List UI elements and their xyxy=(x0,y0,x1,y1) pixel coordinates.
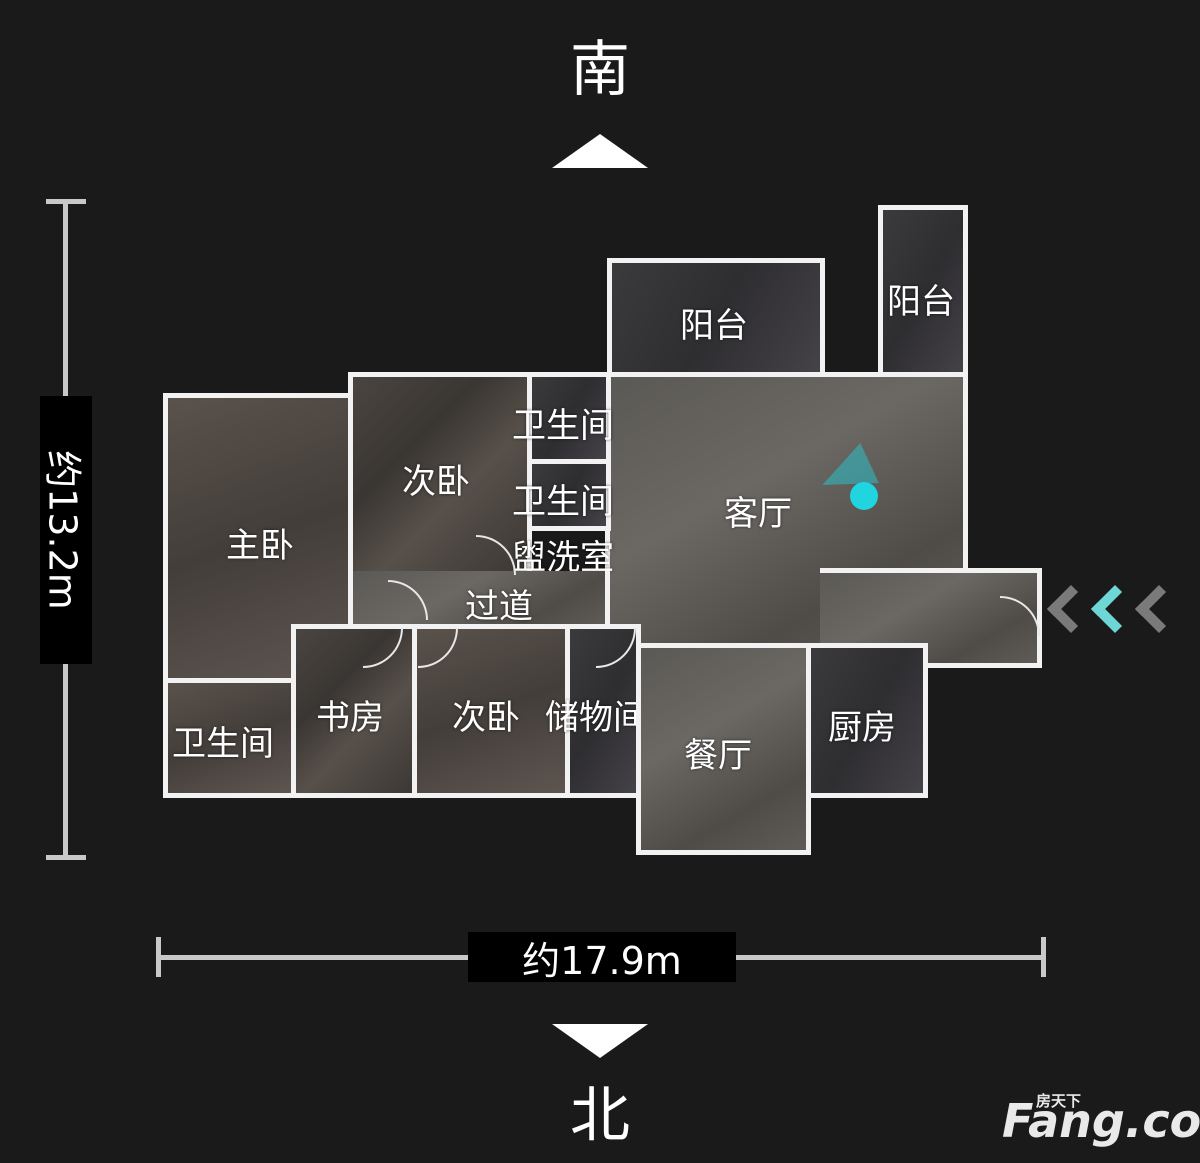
bathroom-1-label: 卫生间 xyxy=(512,406,614,446)
balcony-1-label: 阳台 xyxy=(680,306,748,346)
entry-chevron-icon xyxy=(1134,584,1184,634)
balcony-2[interactable] xyxy=(878,205,968,380)
compass-south-label: 南 xyxy=(570,35,630,105)
study-label: 书房 xyxy=(316,698,384,738)
balcony-2-label: 阳台 xyxy=(887,282,955,322)
kitchen[interactable] xyxy=(806,643,928,798)
second-bedroom-1[interactable] xyxy=(348,372,532,576)
second-bedroom-2[interactable] xyxy=(412,624,570,798)
kitchen-label: 厨房 xyxy=(828,708,896,748)
camera-position-dot[interactable] xyxy=(850,482,878,510)
hallway-label: 过道 xyxy=(465,587,533,627)
bathroom-3-label: 卫生间 xyxy=(172,724,274,764)
width-dimension-label: 约17.9m xyxy=(468,932,736,983)
living-room-label: 客厅 xyxy=(724,494,792,534)
bathroom-2[interactable] xyxy=(527,459,611,531)
balcony-1[interactable] xyxy=(607,258,825,378)
dining-room[interactable] xyxy=(636,643,811,855)
dimension-cap-right xyxy=(1041,937,1046,977)
south-down-arrow-icon xyxy=(552,1024,648,1058)
entry-chevron-icon xyxy=(1090,584,1140,634)
bathroom-2-label: 卫生间 xyxy=(512,482,614,522)
north-up-arrow-icon xyxy=(552,134,648,168)
height-dimension-label: 约13.2m xyxy=(40,396,92,664)
entry-chevron-icon xyxy=(1046,584,1096,634)
second-bedroom-2-label: 次卧 xyxy=(452,698,520,738)
storage-room-label: 储物间 xyxy=(545,698,647,738)
fang-logo: 房天下 Fang.com xyxy=(1002,1092,1200,1148)
master-bedroom-label: 主卧 xyxy=(226,526,294,566)
compass-north-label: 北 xyxy=(570,1081,630,1151)
dimension-cap-bottom xyxy=(46,855,86,860)
second-bedroom-1-label: 次卧 xyxy=(402,462,470,502)
dining-room-label: 餐厅 xyxy=(684,736,752,776)
bathroom-3[interactable] xyxy=(163,678,296,798)
